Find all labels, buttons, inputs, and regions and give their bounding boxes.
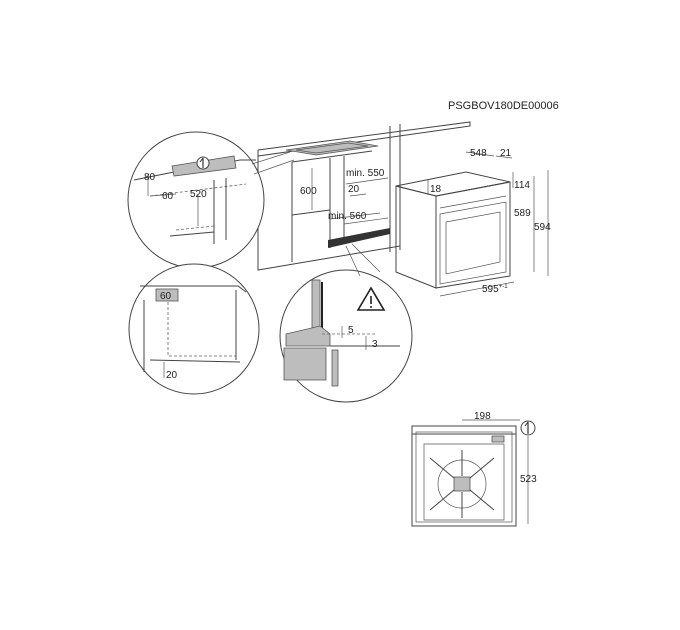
cabinet-min-depth: min. 550: [346, 168, 385, 179]
detail-center: [279, 269, 413, 403]
oven-top-offset: 114: [514, 180, 530, 191]
power-plug-icon: [196, 156, 210, 170]
detail-top-left-height: 80: [144, 172, 156, 183]
cabinet-gap: 20: [348, 184, 360, 195]
oven-depth: 548: [470, 148, 487, 159]
rear-power-plug-icon: [520, 420, 536, 436]
oven-door: 21: [500, 148, 512, 159]
detail-mid-left-bottom: 20: [166, 370, 178, 381]
cabinet-min-width: min. 560: [328, 211, 367, 222]
detail-center-gap-a: 5: [348, 325, 354, 336]
detail-top-left-depth: 520: [190, 189, 207, 200]
rear-view-width: 198: [474, 411, 491, 422]
oven-front-top: 18: [430, 184, 442, 195]
detail-mid-left-gap: 60: [160, 291, 172, 302]
rear-view: [411, 419, 529, 527]
warning-triangle-icon: [356, 286, 386, 311]
rear-view-height: 523: [520, 474, 537, 485]
cabinet-height: 600: [300, 186, 317, 197]
detail-top-left-gap: 60: [162, 191, 174, 202]
oven-unit: [395, 151, 549, 297]
oven-width: 595+-1: [482, 284, 508, 295]
detail-mid-left: [128, 263, 260, 395]
kitchen-cabinet: [257, 121, 471, 271]
oven-total-height: 594: [534, 222, 551, 233]
reference-code: PSGBOV180DE00006: [448, 100, 559, 112]
detail-center-gap-b: 3: [372, 339, 378, 350]
detail-top-left: [127, 131, 265, 269]
oven-height: 589: [514, 208, 531, 219]
